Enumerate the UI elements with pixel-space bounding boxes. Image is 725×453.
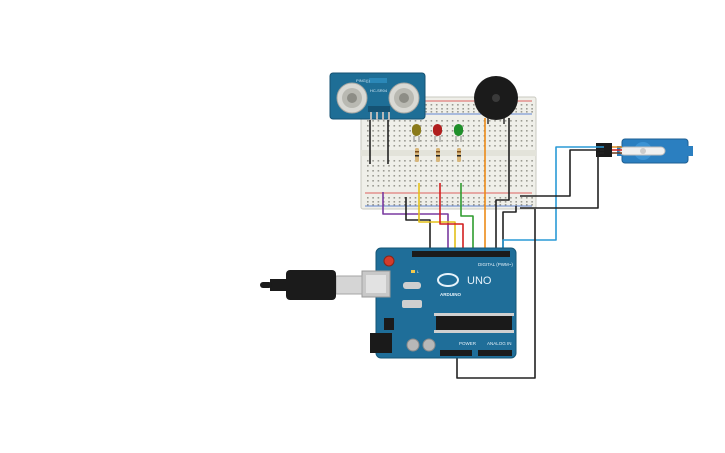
digital-header — [412, 251, 510, 257]
wires — [369, 118, 604, 379]
atmega-chip — [436, 316, 512, 330]
wire-yellow — [418, 183, 456, 252]
led-red[interactable] — [433, 124, 442, 142]
led-l-label: L — [417, 270, 419, 274]
digital-label: DIGITAL (PWM~) — [478, 262, 513, 267]
usb-cable[interactable] — [260, 270, 363, 300]
sensor-pins — [370, 112, 390, 120]
wire-red — [439, 183, 464, 252]
wire-black-power-loop — [456, 209, 536, 379]
piezo-buzzer[interactable] — [474, 76, 518, 124]
wire-black-servo-vcc — [520, 149, 604, 197]
wire-black-gnd-1 — [405, 197, 431, 252]
led-red-body — [433, 124, 442, 136]
arduino-uno[interactable]: DIGITAL (PWM~) ARDUINO UNO POWER ANALOG … — [361, 247, 517, 359]
led-yellow[interactable] — [412, 124, 421, 142]
arduino-logo-text: ARDUINO — [440, 292, 461, 297]
wire-blue-servo — [502, 146, 604, 252]
sensor-model-label: HC-SR04 — [370, 88, 388, 93]
wire-black-gnd-2 — [502, 206, 517, 252]
wire-green — [460, 183, 474, 252]
power-label: POWER — [459, 341, 477, 346]
led-green-body — [454, 124, 463, 136]
wire-purple — [382, 192, 449, 252]
breadboard-holes — [367, 104, 533, 206]
ultrasonic-sensor[interactable]: PING))) HC-SR04 — [329, 72, 426, 120]
power-header — [440, 350, 472, 356]
wire-black-buzzer — [495, 118, 510, 252]
servo-motor[interactable] — [596, 138, 693, 164]
led-green[interactable] — [454, 124, 463, 142]
resistors[interactable] — [415, 148, 461, 162]
analog-header — [478, 350, 512, 356]
led-yellow-body — [412, 124, 421, 136]
analog-label: ANALOG IN — [487, 341, 512, 346]
sensor-brand-label: PING))) — [356, 78, 370, 83]
arduino-model-text: UNO — [467, 275, 492, 287]
wire-black-servo-gnd — [520, 152, 604, 209]
